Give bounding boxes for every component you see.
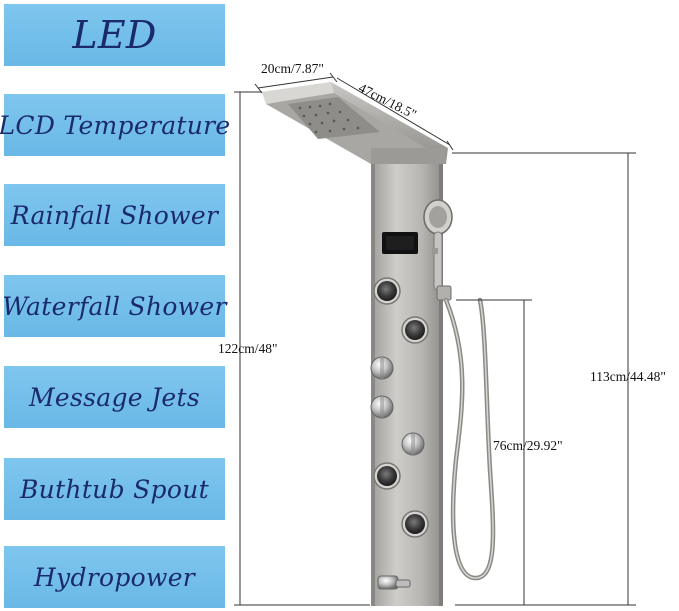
dimension-handheld-height: 76cm/29.92": [493, 438, 563, 453]
dimension-panel-height: 113cm/44.48": [590, 369, 666, 384]
feature-waterfall-shower: Waterfall Shower: [2, 275, 226, 337]
feature-led: LED: [4, 4, 225, 66]
feature-message-jets: Message Jets: [4, 366, 225, 428]
dimension-lines: [234, 72, 636, 606]
feature-hydropower: Hydropower: [4, 546, 225, 608]
dimension-head-depth: 20cm/7.87": [261, 61, 324, 76]
control-knob: [370, 356, 394, 380]
handheld-shower: [423, 199, 453, 301]
dimension-total-height: 122cm/48": [218, 341, 278, 356]
feature-lcd-temperature: LCD Temperature: [0, 94, 230, 156]
shower-hose: [443, 297, 496, 581]
feature-buthtub-spout: Buthtub Spout: [4, 458, 225, 520]
massage-jet: [373, 462, 401, 490]
control-knob: [401, 432, 425, 456]
rainfall-head: [262, 82, 448, 164]
massage-jet: [401, 316, 429, 344]
massage-jet: [373, 277, 401, 305]
feature-rainfall-shower: Rainfall Shower: [4, 184, 225, 246]
bathtub-spout: [377, 575, 411, 590]
massage-jet: [401, 510, 429, 538]
control-knob: [370, 395, 394, 419]
